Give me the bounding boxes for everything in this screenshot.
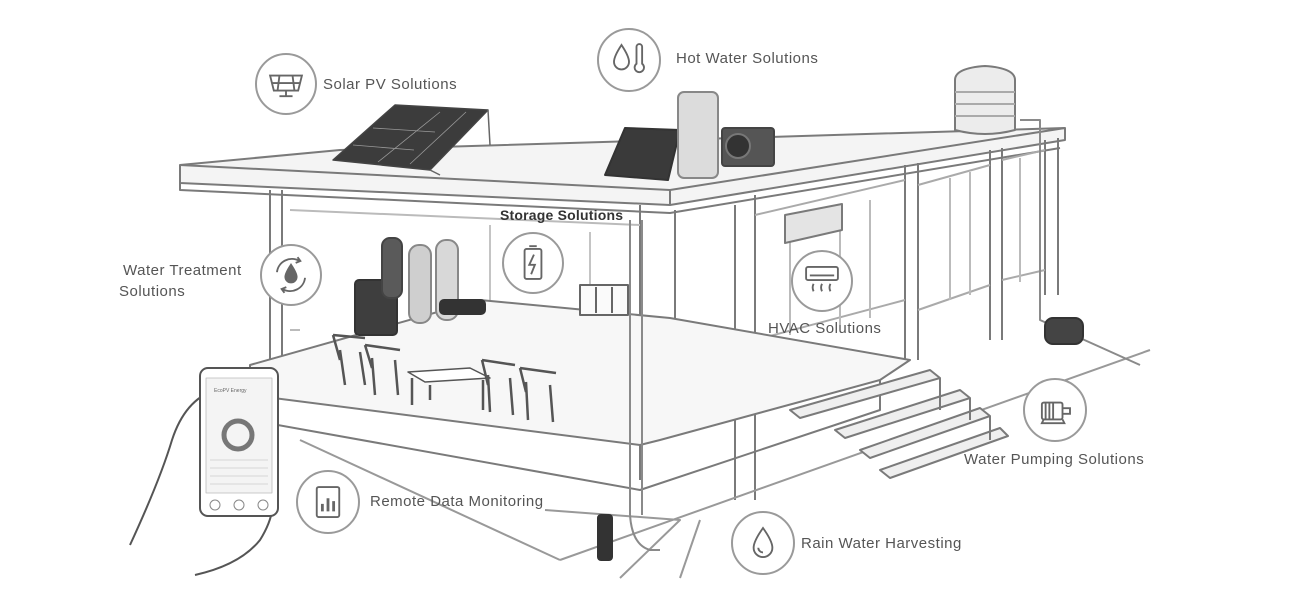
solar-pv-label: Solar PV Solutions <box>323 76 458 93</box>
furniture <box>331 333 557 423</box>
air-conditioner-icon <box>791 250 853 312</box>
hot-water-tank <box>677 91 719 179</box>
recycle-drop-icon <box>260 244 322 306</box>
ac-unit <box>784 203 843 244</box>
battery-cabinet <box>579 284 629 316</box>
rain-filter <box>597 514 613 561</box>
water-drop-icon <box>731 511 795 575</box>
water-treatment-tanks <box>354 237 486 336</box>
motor-pump-icon <box>1023 378 1087 442</box>
water-tank <box>954 65 1016 135</box>
remote-monitoring-label: Remote Data Monitoring <box>370 493 544 510</box>
hvac-label: HVAC Solutions <box>768 320 882 337</box>
solar-panels <box>332 104 491 176</box>
solar-collector <box>604 127 681 181</box>
water-pump <box>1044 317 1084 345</box>
battery-icon <box>502 232 564 294</box>
rain-water-label: Rain Water Harvesting <box>801 535 962 552</box>
hot-water-label: Hot Water Solutions <box>676 50 819 67</box>
phone-app-title: EcoPV Energy <box>214 388 247 394</box>
solar-panel-icon <box>255 53 317 115</box>
bar-chart-icon <box>296 470 360 534</box>
thermometer-drop-icon <box>597 28 661 92</box>
water-treatment-label-line2: Solutions <box>119 283 186 300</box>
water-treatment-label-line1: Water Treatment <box>123 262 242 279</box>
water-pumping-label: Water Pumping Solutions <box>964 451 1145 468</box>
storage-label: Storage Solutions <box>500 207 624 223</box>
